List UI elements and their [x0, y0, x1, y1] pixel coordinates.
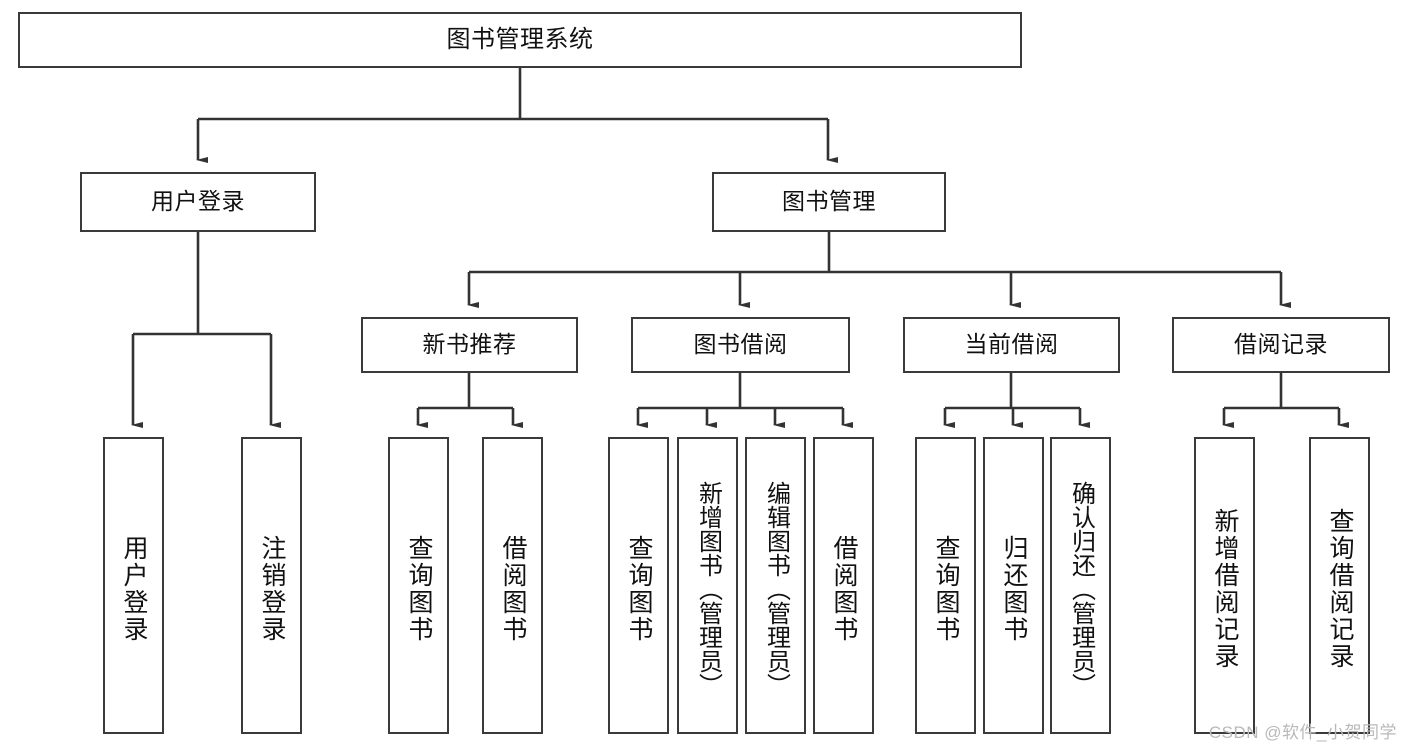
- node-label: 图书管理: [782, 188, 876, 215]
- node-leaf-user-login[interactable]: 用户登录: [103, 437, 164, 734]
- node-book-borrow[interactable]: 图书借阅: [631, 317, 850, 373]
- node-leaf-confirm-return-admin[interactable]: 确认归还（管理员）: [1050, 437, 1111, 734]
- node-root-book-management-system[interactable]: 图书管理系统: [18, 12, 1022, 68]
- node-label: 注销登录: [258, 534, 286, 643]
- node-label: 当前借阅: [964, 331, 1059, 358]
- node-book-management[interactable]: 图书管理: [712, 172, 946, 232]
- node-leaf-return-book[interactable]: 归还图书: [983, 437, 1044, 734]
- node-label: 查询图书: [625, 534, 653, 643]
- node-label: 查询借阅记录: [1326, 507, 1354, 670]
- node-leaf-edit-book-admin[interactable]: 编辑图书（管理员）: [745, 437, 806, 734]
- node-leaf-query-book-borrow[interactable]: 查询图书: [608, 437, 669, 734]
- node-new-book-recommend[interactable]: 新书推荐: [361, 317, 578, 373]
- node-label: 图书管理系统: [446, 25, 594, 53]
- node-leaf-borrow-book-recommend[interactable]: 借阅图书: [482, 437, 543, 734]
- node-label: 用户登录: [120, 534, 148, 643]
- node-label: 用户登录: [151, 188, 245, 215]
- node-label: 查询图书: [405, 534, 433, 643]
- watermark: CSDN @软件_小贺同学: [1208, 723, 1397, 742]
- node-label: 新书推荐: [422, 331, 517, 358]
- node-label: 借阅图书: [830, 534, 858, 643]
- node-label: 归还图书: [1000, 534, 1028, 643]
- node-leaf-query-borrow-record[interactable]: 查询借阅记录: [1309, 437, 1370, 734]
- node-leaf-add-book-admin[interactable]: 新增图书（管理员）: [677, 437, 738, 734]
- node-leaf-query-book-current[interactable]: 查询图书: [915, 437, 976, 734]
- node-label: 确认归还（管理员）: [1067, 480, 1095, 697]
- node-current-borrow[interactable]: 当前借阅: [903, 317, 1120, 373]
- node-label: 借阅图书: [499, 534, 527, 643]
- node-label: 编辑图书（管理员）: [762, 480, 790, 697]
- node-label: 新增图书（管理员）: [694, 480, 722, 697]
- node-borrow-record[interactable]: 借阅记录: [1172, 317, 1390, 373]
- node-leaf-logout[interactable]: 注销登录: [241, 437, 302, 734]
- node-label: 查询图书: [932, 534, 960, 643]
- node-leaf-borrow-book[interactable]: 借阅图书: [813, 437, 874, 734]
- node-leaf-query-book-recommend[interactable]: 查询图书: [388, 437, 449, 734]
- node-label: 图书借阅: [693, 331, 788, 358]
- node-user-login[interactable]: 用户登录: [80, 172, 316, 232]
- node-leaf-add-borrow-record[interactable]: 新增借阅记录: [1194, 437, 1255, 734]
- node-label: 新增借阅记录: [1211, 507, 1239, 670]
- node-label: 借阅记录: [1234, 331, 1328, 358]
